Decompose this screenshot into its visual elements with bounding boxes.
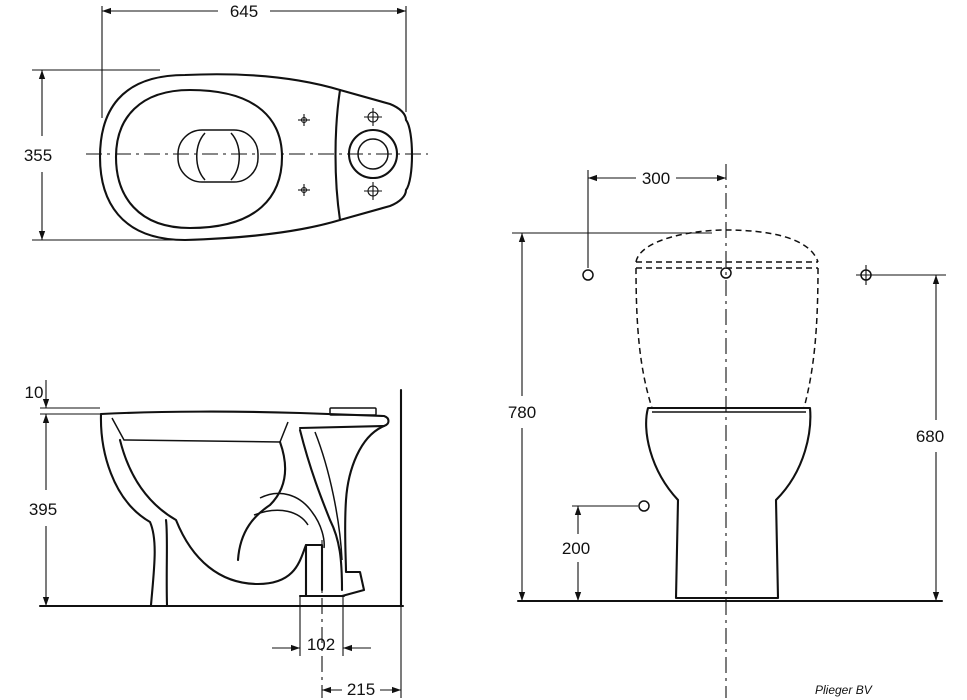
fixing-hole-bottom <box>364 182 382 200</box>
top-view-outline <box>98 73 413 242</box>
seat-hole-bottom <box>298 184 310 196</box>
seat-hole-top <box>298 114 310 126</box>
dim-front-offset: 300 <box>642 169 670 188</box>
manufacturer-caption: Plieger BV <box>815 683 873 697</box>
dim-inlet-height: 200 <box>562 539 590 558</box>
trap-inner <box>118 438 324 592</box>
pan-outline <box>645 406 812 600</box>
dim-outlet-diameter: 102 <box>307 635 335 654</box>
side-view: 10 395 102 215 <box>25 380 405 699</box>
top-view: 645 355 <box>24 2 428 242</box>
front-view: 300 780 680 200 <box>508 164 946 698</box>
dim-rim-thickness: 10 <box>25 383 44 402</box>
bowl-inner <box>114 88 284 230</box>
dim-top-width: 645 <box>230 2 258 21</box>
dim-rim-height: 395 <box>29 500 57 519</box>
dim-top-depth: 355 <box>24 146 52 165</box>
dim-total-height: 780 <box>508 403 536 422</box>
dim-cistern-fixing-height: 680 <box>916 427 944 446</box>
cistern-outline <box>635 229 819 263</box>
fixing-hole-top <box>364 108 382 126</box>
dim-outlet-offset: 215 <box>347 680 375 699</box>
